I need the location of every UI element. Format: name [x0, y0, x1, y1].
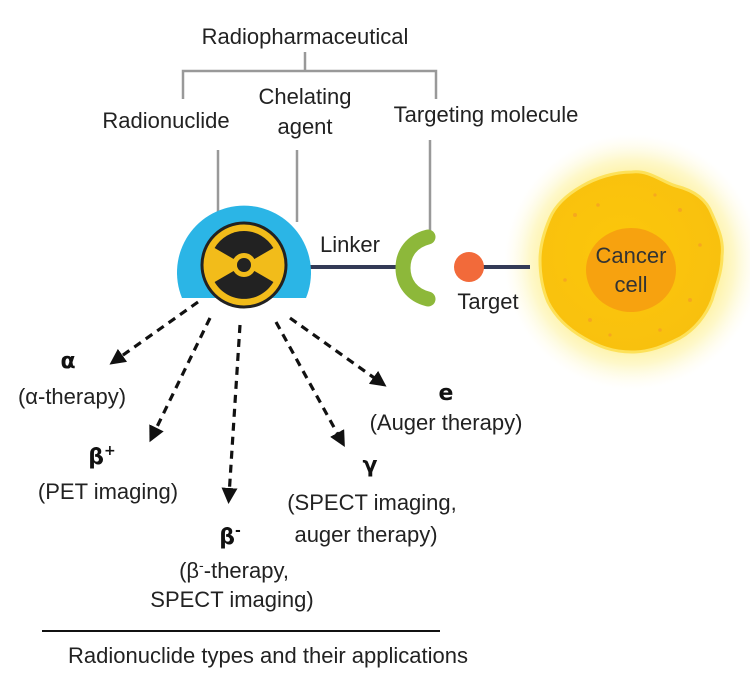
emission-gamma-application-line2: auger therapy) [294, 522, 437, 547]
label-chelating-agent-line2: agent [277, 114, 332, 139]
emission-beta-plus-application: (PET imaging) [38, 479, 178, 504]
emission-beta-minus-application-line2: SPECT imaging) [150, 587, 313, 612]
arrow-electron [289, 316, 387, 387]
label-cancer-cell-line2: cell [614, 272, 647, 297]
label-targeting-molecule: Targeting molecule [394, 102, 579, 127]
cancer-cell-icon [504, 134, 750, 390]
emission-beta-plus-symbol: β+ [88, 443, 115, 470]
emission-beta-minus-application-line1: (β--therapy, [179, 558, 289, 583]
radiation-trefoil-icon [200, 221, 288, 309]
diagram-title: Radiopharmaceutical [202, 24, 409, 49]
arrow-beta-plus [149, 317, 212, 443]
emission-alpha-symbol: α [60, 349, 75, 374]
emission-alpha-application: (α-therapy) [18, 384, 126, 409]
label-radionuclide: Radionuclide [102, 108, 229, 133]
targeting-molecule-icon [395, 229, 436, 307]
arrow-beta-minus [221, 324, 242, 504]
emission-electron-application: (Auger therapy) [370, 410, 523, 435]
bracket [181, 52, 438, 99]
arrow-alpha [109, 300, 199, 365]
target-icon [454, 252, 484, 282]
emission-beta-minus-symbol: β- [219, 523, 241, 550]
emission-electron-symbol: e [439, 381, 454, 406]
emission-gamma-application-line1: (SPECT imaging, [287, 490, 457, 515]
label-target: Target [457, 289, 518, 314]
caption: Radionuclide types and their application… [68, 643, 468, 668]
emission-gamma-symbol: γ [363, 453, 378, 478]
label-linker: Linker [320, 232, 380, 257]
label-chelating-agent-line1: Chelating [259, 84, 352, 109]
arrow-gamma [274, 321, 345, 448]
label-cancer-cell-line1: Cancer [596, 243, 667, 268]
